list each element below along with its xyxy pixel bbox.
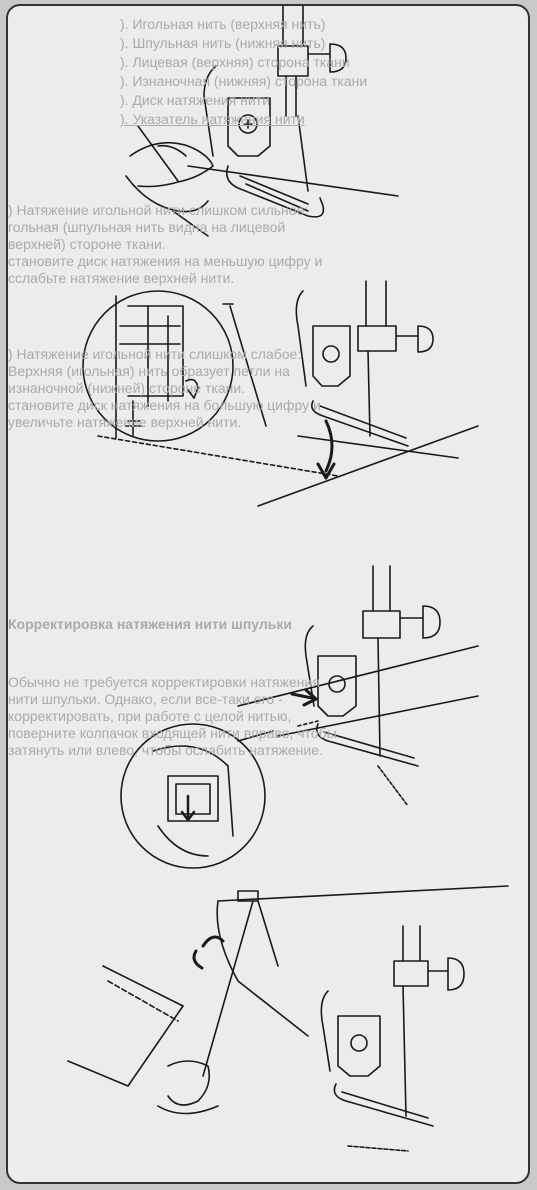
paragraph-line: поверните колпачок входящей нити вправо,…: [8, 725, 337, 741]
section-tension-too-loose: ) Натяжение игольной нити слишком слабое…: [8, 346, 321, 431]
legend-item-fabric-front: ). Лицевая (верхняя) сторона ткани: [120, 54, 350, 70]
paragraph-line: становите диск натяжения на меньшую цифр…: [8, 253, 323, 269]
illustration-presser-foot-1: [125, 6, 399, 237]
illustration-pull-thread: [67, 885, 509, 1152]
section-heading-bobbin-tension: Корректировка натяжения нити шпульки: [8, 616, 293, 632]
paragraph-line: гольная (шпульная нить видна на лицевой: [8, 219, 286, 235]
sewing-illustrations: [67, 6, 509, 1152]
paragraph-line: Обычно не требуется корректировки натяже…: [8, 674, 320, 690]
paragraph-line: ) Натяжение игольной нити слишком слабое…: [8, 346, 302, 362]
paragraph-line: сслабьте натяжение верхней нити.: [8, 270, 235, 286]
section-tension-too-tight: ) Натяжение игольной нити слишком сильно…: [8, 202, 322, 287]
legend-item-tension-dial: ). Диск натяжения нити: [120, 92, 270, 108]
manual-page-panel: ). Игольная нить (верхняя нить) ). Шпуль…: [6, 4, 530, 1184]
paragraph-line: корректировать, при работе с целой нитью…: [8, 708, 292, 724]
legend-item-fabric-back: ). Изнаночная (нижняя) сторона ткани: [120, 73, 368, 89]
legend-list: ). Игольная нить (верхняя нить) ). Шпуль…: [120, 16, 367, 130]
paragraph-line: изнаночной (нижней) стороне ткани.: [8, 380, 246, 396]
illustration-bobbin-tension: [120, 565, 479, 869]
paragraph-line: нити шпульки. Однако, если все-таки его …: [8, 691, 283, 707]
legend-item-bobbin-thread: ). Шпульная нить (нижняя нить): [120, 35, 326, 51]
paragraph-line: увеличьте натяжение верхней нити.: [8, 414, 242, 430]
paragraph-line: ) Натяжение игольной нити слишком сильно…: [8, 202, 309, 218]
paragraph-line: Верхняя (игольная) нить образует петли н…: [8, 363, 290, 379]
paragraph-line: становите диск натяжения на большую цифр…: [8, 397, 321, 413]
legend-item-tension-indicator: ). Указатель натяжения нити: [120, 111, 305, 127]
section-bobbin-tension-body: Обычно не требуется корректировки натяже…: [8, 674, 337, 759]
paragraph-line: затянуть или влево, чтобы ослабить натяж…: [8, 742, 323, 758]
legend-item-upper-thread: ). Игольная нить (верхняя нить): [120, 16, 326, 32]
paragraph-line: верхней) стороне ткани.: [8, 236, 166, 252]
illustration-tension-detail: [82, 280, 479, 507]
